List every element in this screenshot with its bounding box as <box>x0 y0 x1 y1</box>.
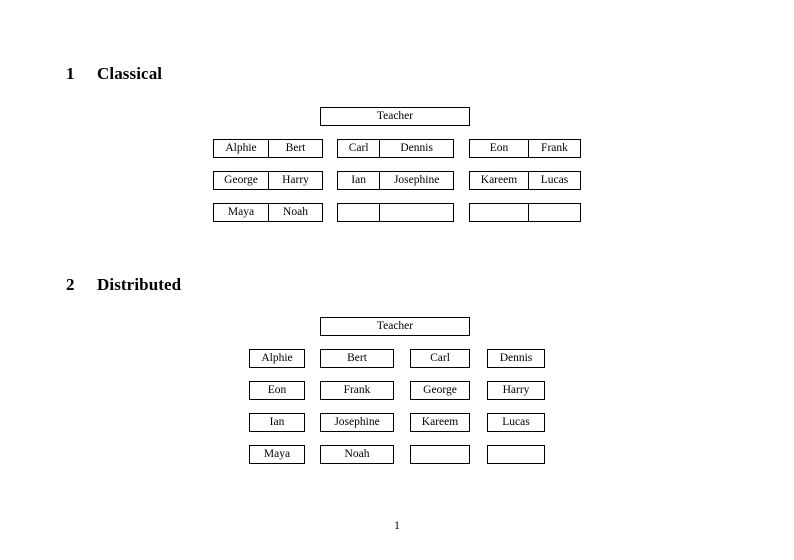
classical-group-right-row-2: Kareem Lucas <box>469 171 581 190</box>
cell-name: Alphie <box>225 142 257 154</box>
cell-name: Josephine <box>379 172 453 189</box>
cell-name: Dennis <box>379 140 453 157</box>
teacher-box-distributed: Teacher <box>320 317 470 336</box>
cell-name <box>379 204 453 221</box>
cell-name <box>527 204 580 221</box>
cell-name: Carl <box>348 142 369 154</box>
distributed-box: Lucas <box>487 413 545 432</box>
cell-name: Noah <box>267 204 322 221</box>
distributed-box: Bert <box>320 349 394 368</box>
classical-group-middle-row-3 <box>337 203 454 222</box>
classical-group-middle-row-1: Carl Dennis <box>337 139 454 158</box>
section-heading-classical: 1 Classical <box>66 64 162 84</box>
cell-name: Kareem <box>480 174 518 186</box>
distributed-box: Harry <box>487 381 545 400</box>
cell-name: Eon <box>489 142 509 154</box>
distributed-box: Carl <box>410 349 470 368</box>
cell-name: Lucas <box>527 172 580 189</box>
cell-name: Maya <box>227 206 255 218</box>
teacher-box-classical: Teacher <box>320 107 470 126</box>
distributed-box: Kareem <box>410 413 470 432</box>
distributed-box: Dennis <box>487 349 545 368</box>
section-title: Distributed <box>97 275 182 294</box>
section-heading-distributed: 2 Distributed <box>66 275 181 295</box>
cell-name: Bert <box>267 140 322 157</box>
distributed-box <box>487 445 545 464</box>
cell-name: George <box>224 174 258 186</box>
distributed-box <box>410 445 470 464</box>
classical-group-left-row-2: George Harry <box>213 171 323 190</box>
distributed-box: Alphie <box>249 349 305 368</box>
section-number: 1 <box>66 64 75 83</box>
distributed-box: Eon <box>249 381 305 400</box>
cell-name <box>470 204 528 221</box>
classical-group-right-row-3 <box>469 203 581 222</box>
classical-group-left-row-1: Alphie Bert <box>213 139 323 158</box>
distributed-box: Ian <box>249 413 305 432</box>
distributed-box: George <box>410 381 470 400</box>
distributed-box: Maya <box>249 445 305 464</box>
distributed-box: Frank <box>320 381 394 400</box>
distributed-box: Noah <box>320 445 394 464</box>
classical-group-right-row-1: Eon Frank <box>469 139 581 158</box>
section-title: Classical <box>97 64 163 83</box>
cell-name: Ian <box>351 174 366 186</box>
cell-name: Harry <box>267 172 322 189</box>
distributed-box: Josephine <box>320 413 394 432</box>
page-number: 1 <box>394 520 400 532</box>
classical-group-left-row-3: Maya Noah <box>213 203 323 222</box>
section-number: 2 <box>66 275 75 294</box>
cell-name <box>338 204 379 221</box>
cell-name: Frank <box>527 140 580 157</box>
classical-group-middle-row-2: Ian Josephine <box>337 171 454 190</box>
